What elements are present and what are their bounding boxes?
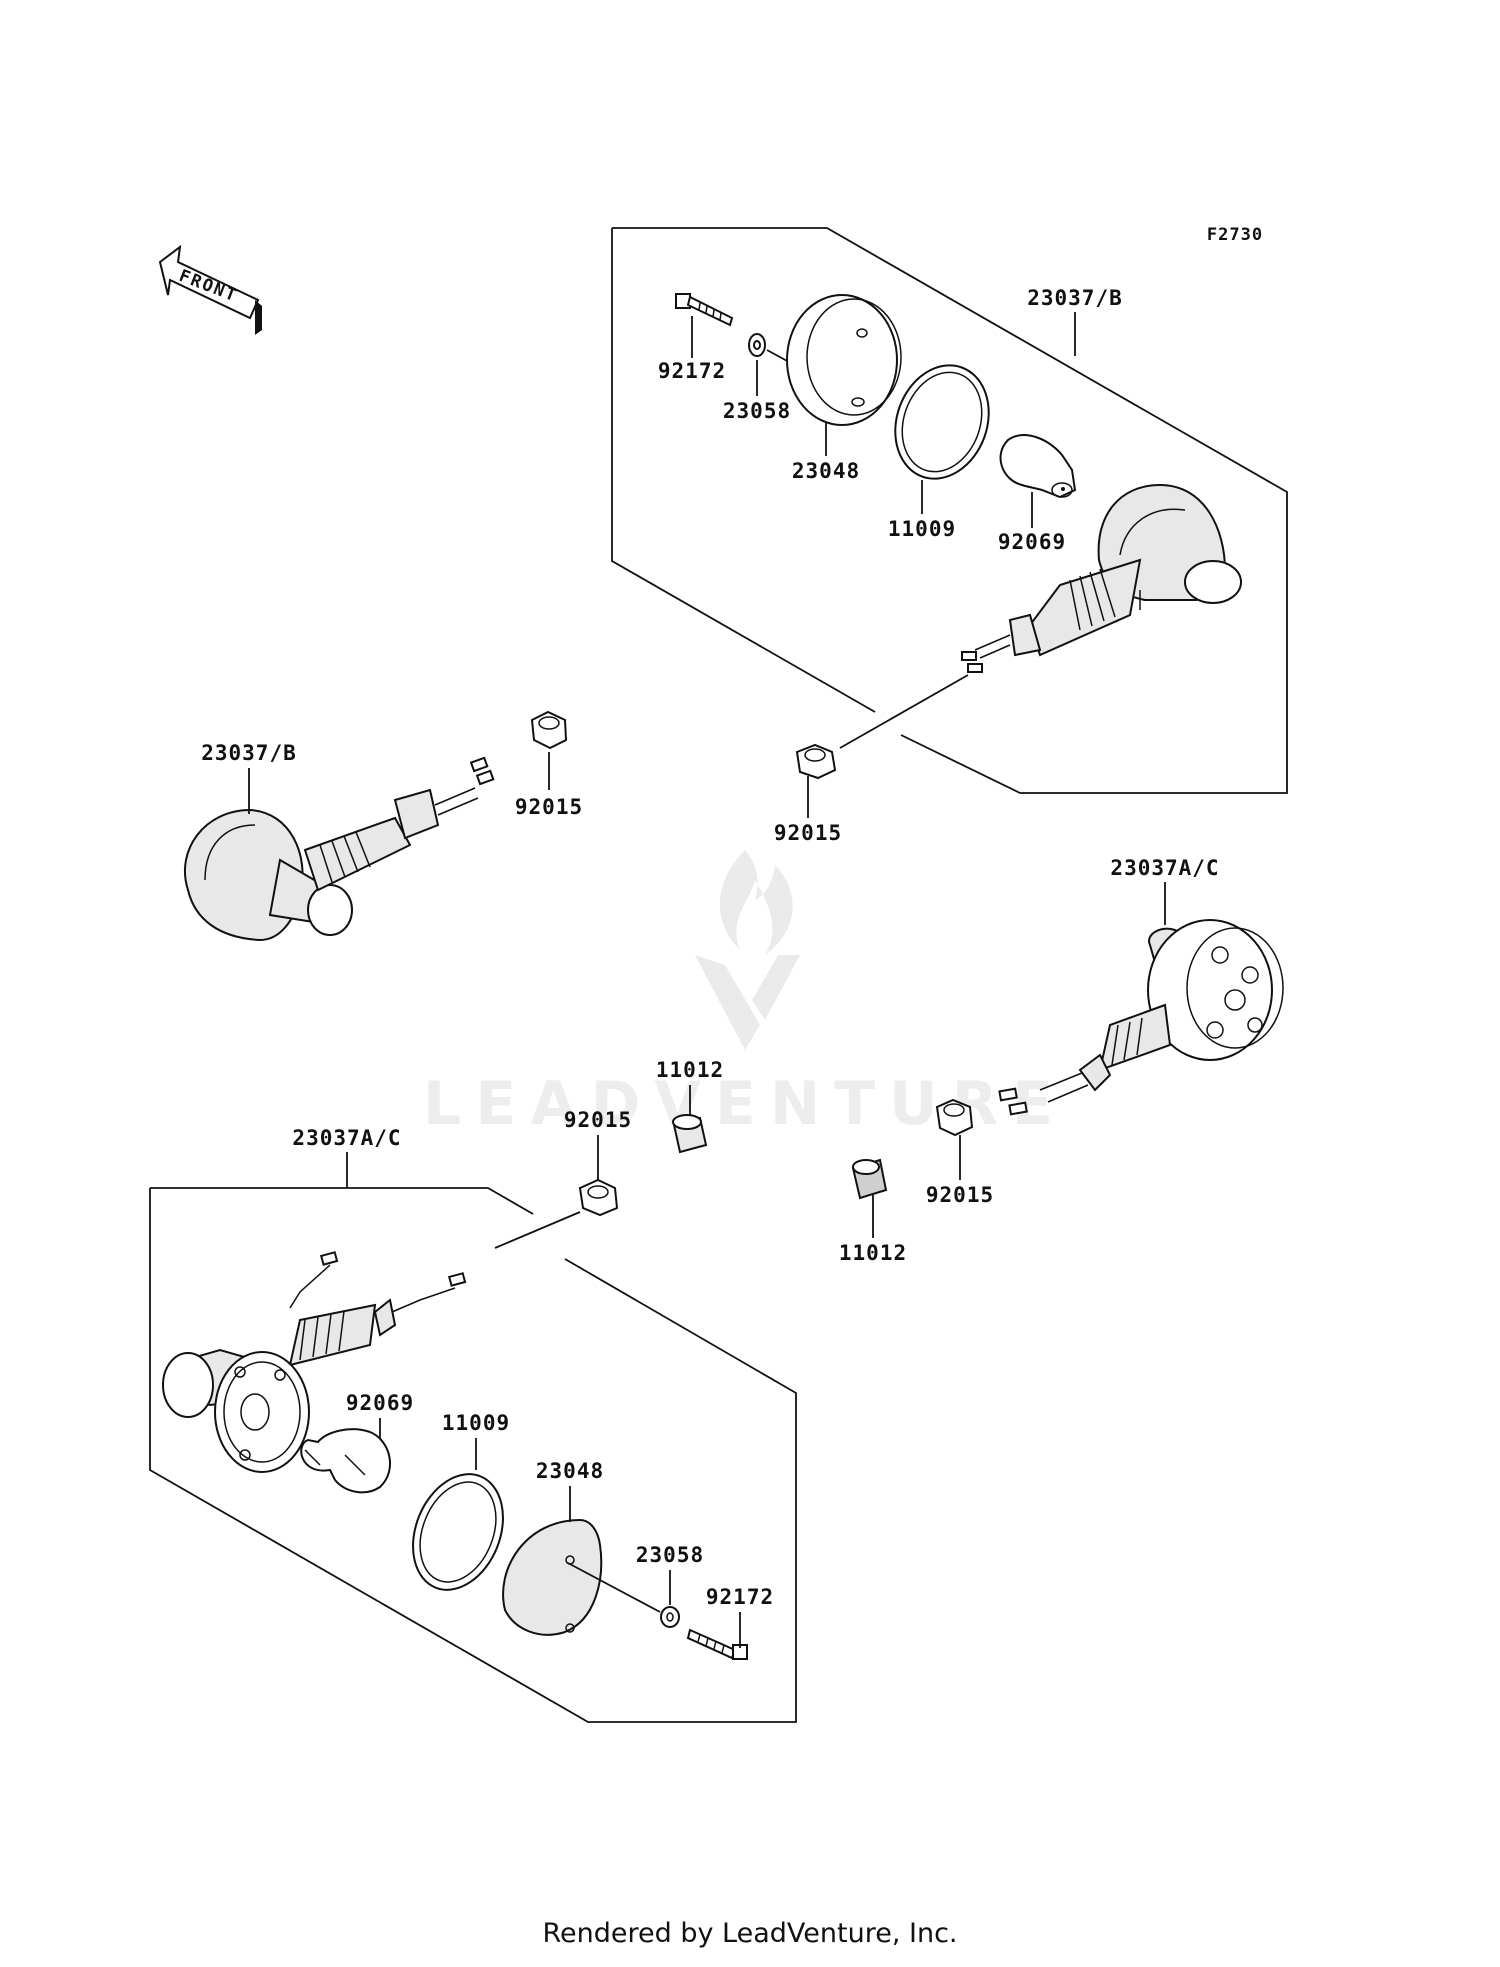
nut-part-left[interactable] [530,710,568,750]
label-collar-top[interactable]: 11012 [656,1058,724,1082]
label-top-nut[interactable]: 92015 [774,821,842,845]
label-right-assembly[interactable]: 23037A/C [1110,856,1219,880]
panel-outline [150,1187,534,1215]
label-bottom-washer[interactable]: 23058 [636,1543,704,1567]
label-right-nut[interactable]: 92015 [926,1183,994,1207]
label-top-gasket[interactable]: 11009 [888,517,956,541]
signal-housing-top[interactable] [961,483,1242,673]
watermark-logo [695,850,800,1050]
front-label: FRONT [176,266,240,307]
signal-housing-right[interactable] [998,919,1284,1116]
panel-outline [612,227,1288,794]
washer-part-bottom[interactable] [660,1606,680,1628]
bulb-part-bottom[interactable] [300,1428,391,1494]
panel-outline [611,228,876,713]
label-top-bulb[interactable]: 92069 [998,530,1066,554]
label-bottom-bulb[interactable]: 92069 [346,1391,414,1415]
bottom-assembly-panel [149,1152,797,1723]
gasket-part-bottom[interactable] [397,1461,520,1604]
bulb-part-top[interactable] [999,434,1077,499]
front-arrow-icon: FRONT [158,244,262,335]
part-labels: 23037/B 92172 23058 23048 11009 92069 92… [201,286,1219,1609]
label-top-assembly[interactable]: 23037/B [1027,286,1123,310]
lens-part-bottom[interactable] [502,1518,603,1636]
bolt-part-bottom[interactable] [686,1628,748,1660]
label-bottom-bolt[interactable]: 92172 [706,1585,774,1609]
label-top-lens[interactable]: 23048 [792,459,860,483]
label-bottom-gasket[interactable]: 11009 [442,1411,510,1435]
label-collar-right[interactable]: 11012 [839,1241,907,1265]
label-left-assembly[interactable]: 23037/B [201,741,297,765]
gasket-part-top[interactable] [880,352,1004,492]
label-top-washer[interactable]: 23058 [723,399,791,423]
panel-outline [149,1188,797,1723]
nut-part-top[interactable] [795,743,837,780]
footer-credit: Rendered by LeadVenture, Inc. [542,1918,957,1949]
figure-code: F2730 [1207,225,1263,245]
label-left-nut[interactable]: 92015 [515,795,583,819]
label-bottom-assembly[interactable]: 23037A/C [292,1126,401,1150]
bolt-part-top[interactable] [675,293,734,327]
label-bottom-lens[interactable]: 23048 [536,1459,604,1483]
washer-part-top[interactable] [748,333,766,357]
collar-part-right[interactable] [851,1158,888,1200]
label-top-bolt[interactable]: 92172 [658,359,726,383]
left-signal-group [183,710,568,942]
collar-part-top[interactable] [672,1114,708,1154]
top-assembly-panel [611,227,1288,818]
signal-housing-left[interactable] [183,756,495,942]
signal-housing-bottom[interactable] [162,1251,467,1473]
right-signal-group [935,882,1284,1180]
label-bottom-nut[interactable]: 92015 [564,1108,632,1132]
lens-part-top[interactable] [786,294,902,426]
nut-part-right[interactable] [935,1098,974,1137]
nut-part-center[interactable] [578,1178,619,1217]
